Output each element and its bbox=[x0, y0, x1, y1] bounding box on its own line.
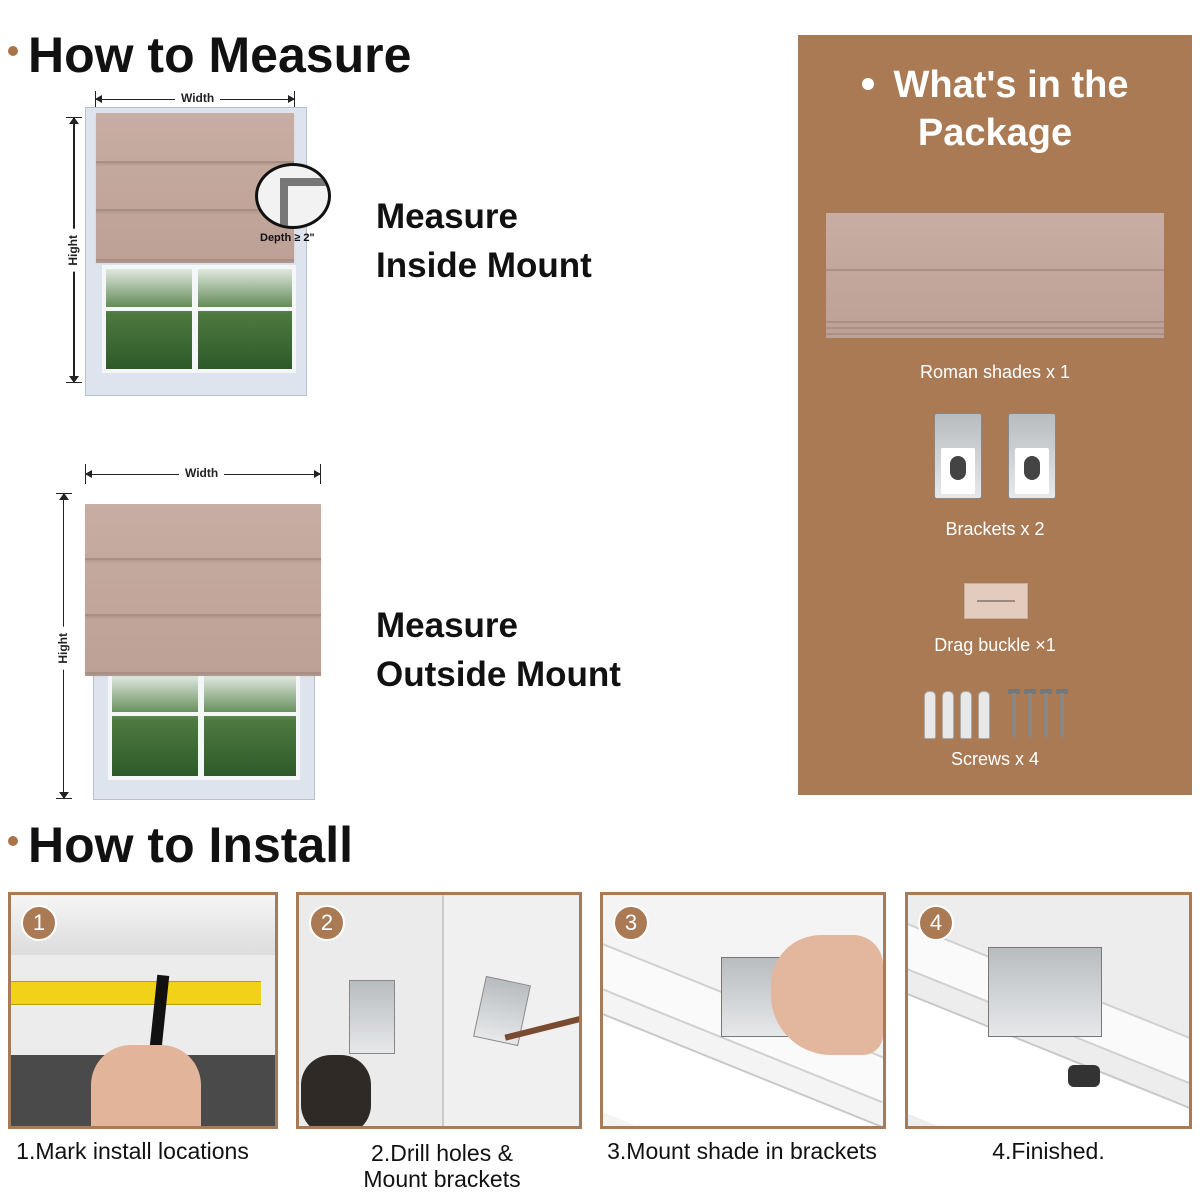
inside-window-glass bbox=[102, 265, 296, 373]
outside-height-label: Hight bbox=[56, 627, 70, 670]
step-3-photo: 3 bbox=[600, 892, 886, 1129]
outside-height-dimension: Hight bbox=[54, 493, 74, 799]
install-section-title: How to Install bbox=[8, 820, 353, 870]
step-4-badge: 4 bbox=[918, 905, 954, 941]
outside-width-label: Width bbox=[179, 466, 225, 480]
measure-section-title: How to Measure bbox=[8, 30, 411, 80]
outside-roman-shade bbox=[85, 504, 321, 676]
bracket-icon bbox=[1008, 413, 1056, 499]
drag-buckle-icon bbox=[964, 583, 1028, 619]
inside-width-dimension: Width bbox=[95, 91, 295, 107]
inside-mount-caption: Measure Inside Mount bbox=[376, 197, 592, 285]
package-bullet-dot bbox=[861, 78, 874, 90]
package-panel: What's in the Package Roman shades x 1 B… bbox=[798, 35, 1192, 795]
screws-label: Screws x 4 bbox=[950, 749, 1040, 769]
depth-label: Depth ≥ 2" bbox=[260, 232, 315, 244]
tape-measure bbox=[11, 981, 261, 1005]
bullet-dot bbox=[8, 45, 18, 56]
screws-icon bbox=[922, 687, 1068, 739]
drag-buckle-label: Drag buckle ×1 bbox=[934, 635, 1056, 655]
step-1-caption: 1.Mark install locations bbox=[16, 1138, 249, 1164]
step-2-photo: 2 bbox=[296, 892, 582, 1129]
inside-width-label: Width bbox=[175, 91, 221, 105]
step-1-badge: 1 bbox=[21, 905, 57, 941]
step-4-caption: 4.Finished. bbox=[992, 1138, 1105, 1164]
bracket-icon bbox=[934, 413, 982, 499]
step-4-photo: 4 bbox=[905, 892, 1192, 1129]
bullet-dot bbox=[8, 835, 18, 846]
inside-height-label: Hight bbox=[66, 229, 80, 272]
step-2-badge: 2 bbox=[309, 905, 345, 941]
roman-shade-icon bbox=[826, 213, 1164, 338]
outside-window-glass bbox=[108, 672, 300, 780]
step-2-caption: 2.Drill holes & Mount brackets bbox=[363, 1140, 521, 1192]
step-3-caption: 3.Mount shade in brackets bbox=[607, 1138, 877, 1164]
depth-magnifier bbox=[255, 163, 331, 229]
step-1-photo: 1 bbox=[8, 892, 278, 1129]
roman-shade-label: Roman shades x 1 bbox=[919, 362, 1071, 382]
inside-height-dimension: Hight bbox=[64, 117, 84, 383]
outside-mount-caption: Measure Outside Mount bbox=[376, 606, 621, 694]
brackets-label: Brackets x 2 bbox=[945, 519, 1045, 539]
package-title: What's in the Package bbox=[798, 61, 1192, 157]
outside-mount-illustration: Width Hight bbox=[50, 460, 330, 805]
outside-width-dimension: Width bbox=[85, 464, 321, 484]
step-3-badge: 3 bbox=[613, 905, 649, 941]
inside-mount-illustration: Width Hight Depth ≥ 2" bbox=[60, 85, 340, 400]
